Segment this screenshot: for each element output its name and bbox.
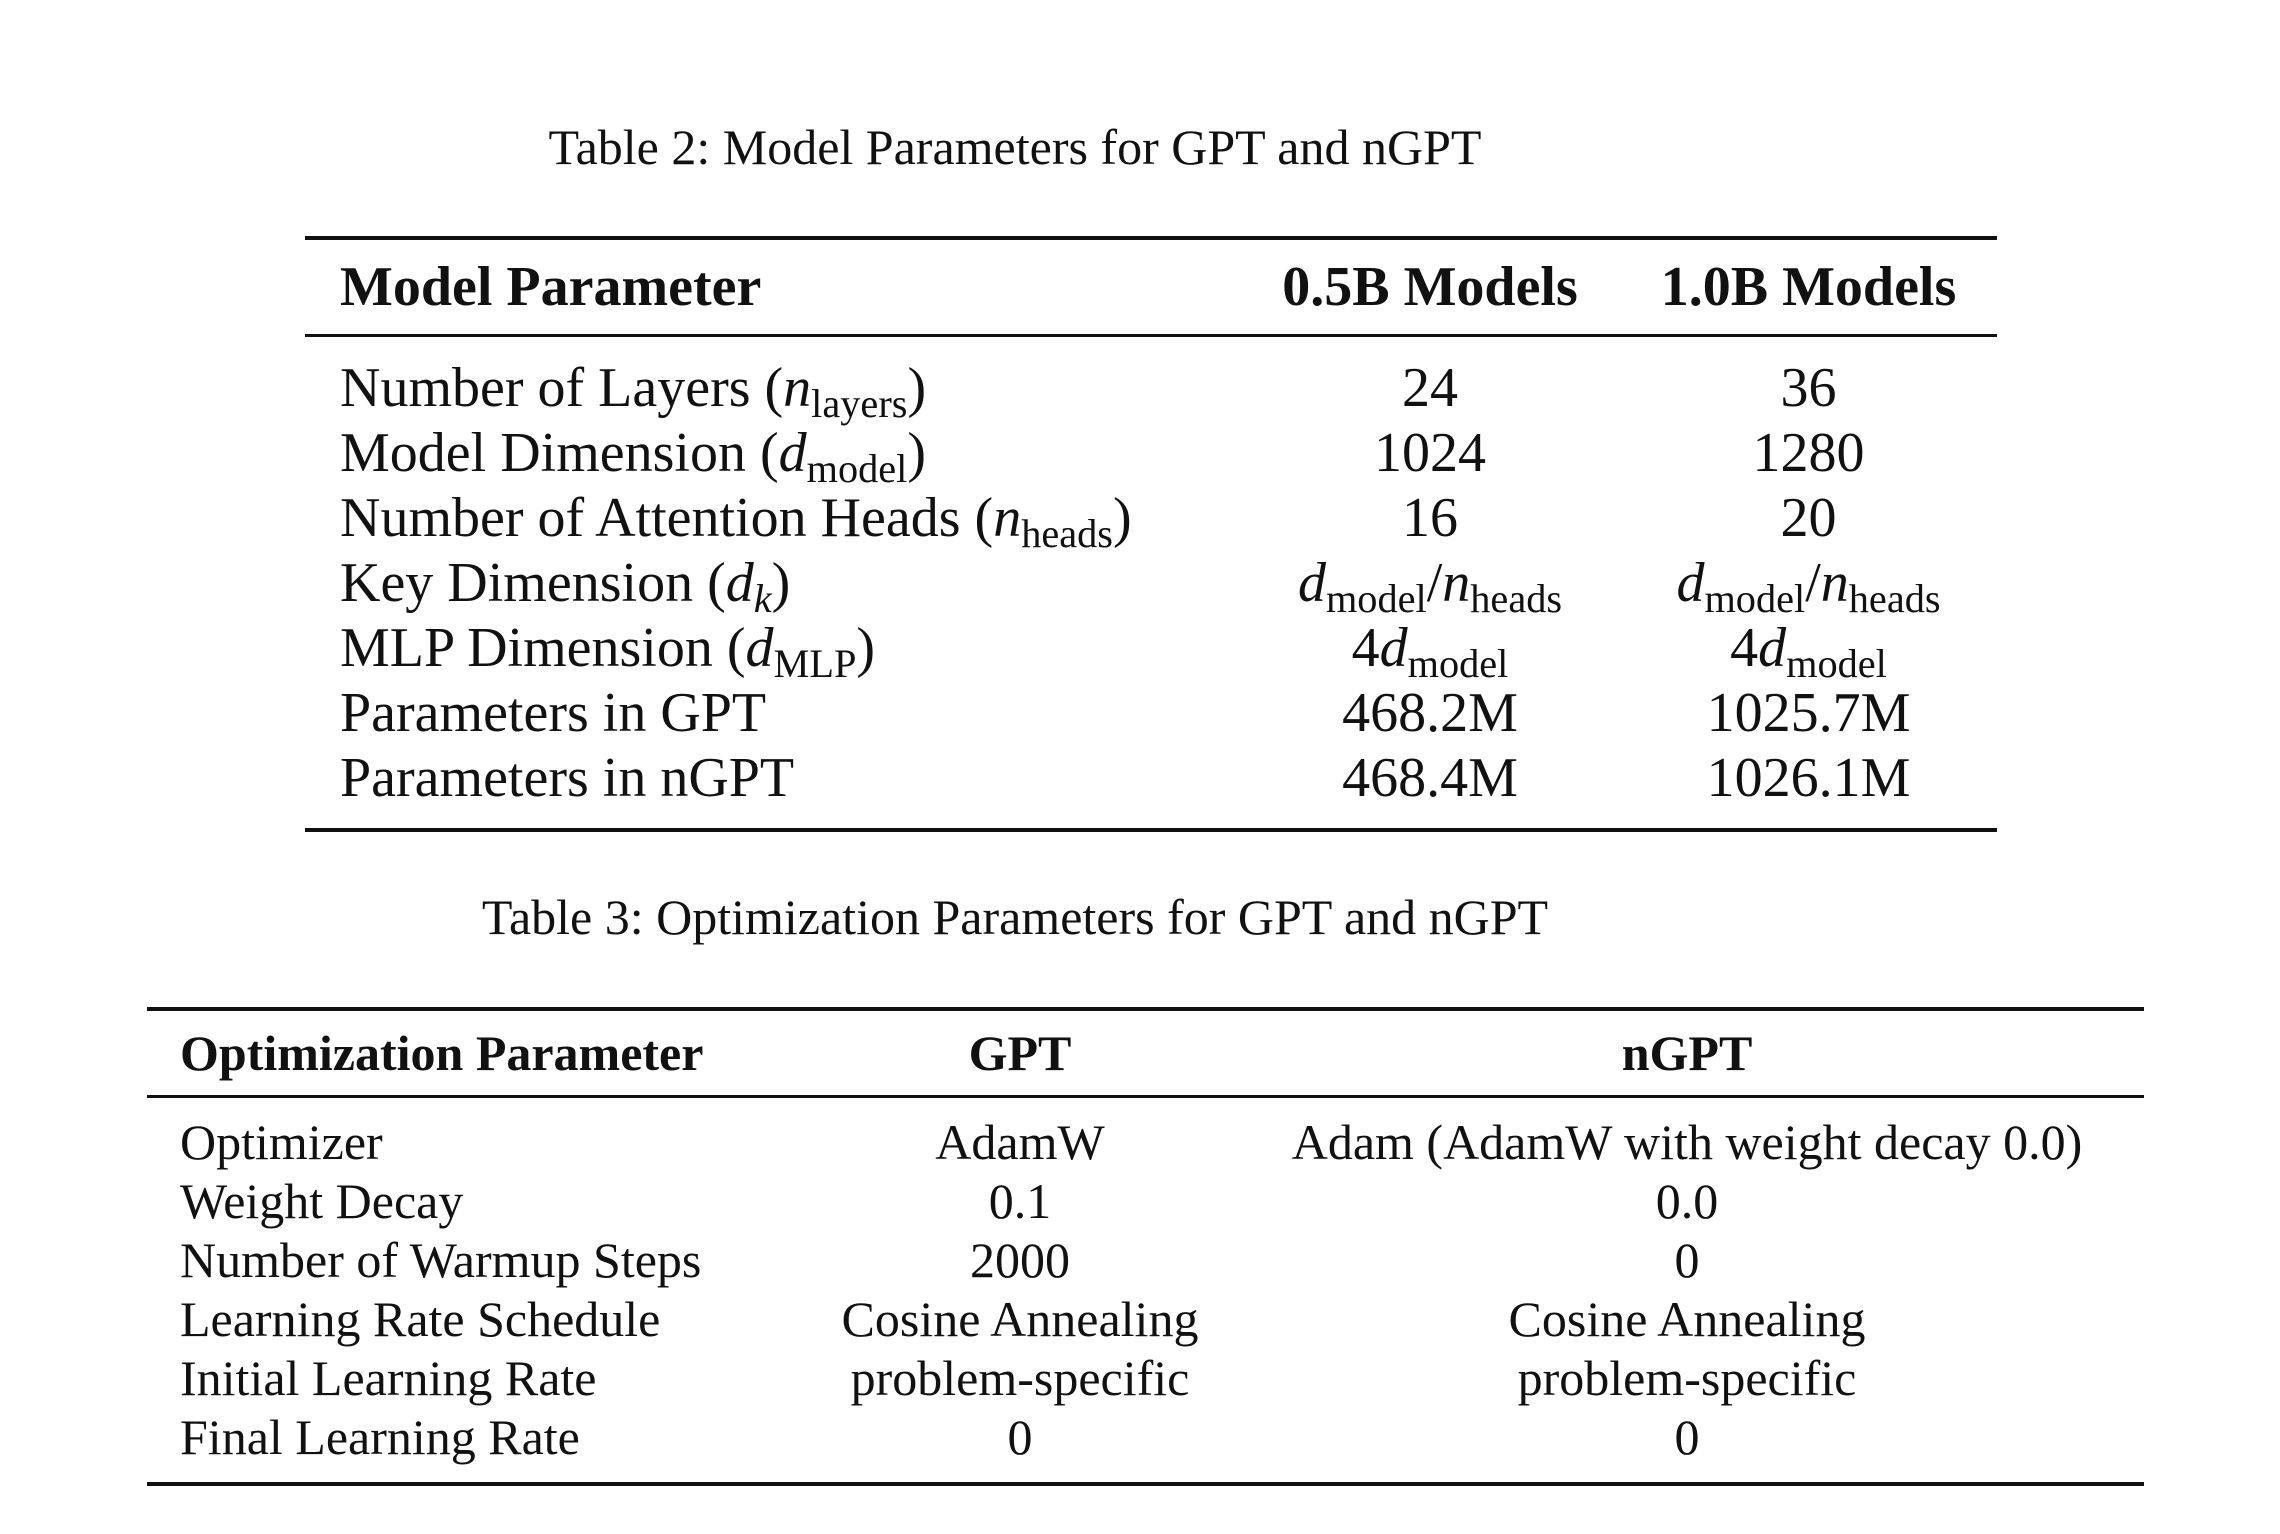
cell-value: 0.0 xyxy=(1655,1172,1719,1229)
table3-caption: Table 3: Optimization Parameters for GPT… xyxy=(481,889,1549,945)
column-header: Model Parameter xyxy=(340,256,762,318)
table-row: Weight Decay 0.1 0.0 xyxy=(147,1171,2144,1230)
table-row: Number of Warmup Steps 2000 0 xyxy=(147,1230,2144,1289)
cell-value: 1024 xyxy=(1374,421,1486,484)
column-header: GPT xyxy=(968,1025,1072,1081)
cell-value: problem-specific xyxy=(1517,1349,1857,1406)
cell-value: dmodel/nheads xyxy=(1297,551,1563,621)
cell-value: 1280 xyxy=(1752,421,1865,484)
table-row: Final Learning Rate 0 0 xyxy=(147,1407,2144,1484)
row-label: Model Dimension (dmodel) xyxy=(340,421,927,491)
column-header: 1.0B Models xyxy=(1660,256,1957,318)
cell-value: 36 xyxy=(1780,356,1837,419)
row-label: Number of Attention Heads (nheads) xyxy=(340,486,1132,556)
cell-value: 0.1 xyxy=(988,1172,1052,1229)
table-header-row: Model Parameter 0.5B Models 1.0B Models xyxy=(305,238,1997,336)
table-row: Key Dimension (dk) dmodel/nheads dmodel/… xyxy=(305,550,1997,621)
cell-value: 2000 xyxy=(970,1231,1070,1288)
model-parameters-table: Model Parameter 0.5B Models 1.0B Models … xyxy=(305,236,1997,832)
table-row: Parameters in GPT 468.2M 1025.7M xyxy=(305,680,1997,745)
cell-value: problem-specific xyxy=(850,1349,1190,1406)
optimization-parameters-table: Optimization Parameter GPT nGPT Optimize… xyxy=(147,1007,2144,1486)
cell-value: dmodel/nheads xyxy=(1676,551,1941,621)
table-row: Learning Rate Schedule Cosine Annealing … xyxy=(147,1289,2144,1348)
row-label: Number of Layers (nlayers) xyxy=(340,356,927,426)
row-label: Key Dimension (dk) xyxy=(340,551,791,621)
row-label: Final Learning Rate xyxy=(180,1408,580,1465)
column-header: 0.5B Models xyxy=(1282,256,1578,318)
cell-value: 0 xyxy=(1007,1408,1033,1465)
table-header-row: Optimization Parameter GPT nGPT xyxy=(147,1009,2144,1097)
row-label: Optimizer xyxy=(180,1113,383,1170)
cell-value: 1026.1M xyxy=(1706,746,1911,809)
table-row: Number of Attention Heads (nheads) 16 20 xyxy=(305,485,1997,556)
cell-value: 468.4M xyxy=(1342,746,1518,809)
table2-caption: Table 2: Model Parameters for GPT and nG… xyxy=(548,119,1482,175)
column-header: nGPT xyxy=(1621,1025,1753,1081)
cell-value: 24 xyxy=(1402,356,1458,419)
cell-value: 4dmodel xyxy=(1351,616,1509,686)
cell-value: 468.2M xyxy=(1342,681,1518,744)
cell-value: 0 xyxy=(1674,1231,1700,1288)
cell-value: AdamW xyxy=(935,1113,1105,1170)
table-row: Initial Learning Rate problem-specific p… xyxy=(147,1348,2144,1407)
table-row: Number of Layers (nlayers) 24 36 xyxy=(305,336,1997,426)
row-label: Learning Rate Schedule xyxy=(180,1290,661,1347)
table-row: Model Dimension (dmodel) 1024 1280 xyxy=(305,420,1997,491)
cell-value: 16 xyxy=(1402,486,1458,549)
cell-value: Adam (AdamW with weight decay 0.0) xyxy=(1291,1113,2083,1170)
row-label: Parameters in GPT xyxy=(340,681,767,744)
cell-value: 0 xyxy=(1674,1408,1700,1465)
row-label: Initial Learning Rate xyxy=(180,1349,597,1406)
row-label: Parameters in nGPT xyxy=(340,746,795,809)
cell-value: Cosine Annealing xyxy=(1508,1290,1866,1347)
row-label: Weight Decay xyxy=(180,1172,464,1229)
table-row: Parameters in nGPT 468.4M 1026.1M xyxy=(305,745,1997,830)
row-label: Number of Warmup Steps xyxy=(180,1231,702,1288)
table-row: Optimizer AdamW Adam (AdamW with weight … xyxy=(147,1097,2144,1172)
row-label: MLP Dimension (dMLP) xyxy=(340,616,876,686)
cell-value: 1025.7M xyxy=(1706,681,1911,744)
table-row: MLP Dimension (dMLP) 4dmodel 4dmodel xyxy=(305,615,1997,686)
cell-value: 4dmodel xyxy=(1730,616,1887,686)
cell-value: 20 xyxy=(1780,486,1837,549)
column-header: Optimization Parameter xyxy=(180,1025,704,1081)
cell-value: Cosine Annealing xyxy=(841,1290,1199,1347)
